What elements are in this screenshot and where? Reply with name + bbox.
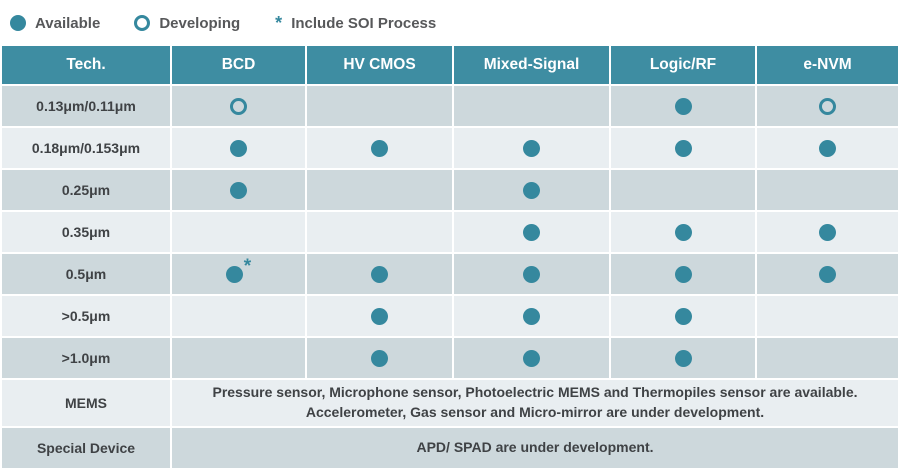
description-cell: APD/ SPAD are under development. xyxy=(172,428,898,468)
soi-asterisk-icon: * xyxy=(243,256,252,278)
status-cell xyxy=(611,170,755,210)
status-cell xyxy=(454,254,609,294)
available-dot-icon xyxy=(523,349,540,367)
available-dot-icon xyxy=(674,265,692,283)
tech-label: Special Device xyxy=(2,428,170,468)
tech-label: >0.5μm xyxy=(2,296,170,336)
legend-item-developing: Developing xyxy=(134,15,240,32)
legend-soi-label: Include SOI Process xyxy=(291,14,437,32)
status-cell xyxy=(172,212,305,252)
available-dot-icon xyxy=(230,139,247,157)
status-cell xyxy=(454,86,609,126)
header-cell: HV CMOS xyxy=(307,46,452,84)
status-cell xyxy=(307,296,452,336)
header-cell: Mixed-Signal xyxy=(454,46,609,84)
table-row: 0.5μm * xyxy=(2,254,898,294)
status-cell xyxy=(611,128,755,168)
available-dot-icon xyxy=(371,307,388,325)
table-row: >1.0μm xyxy=(2,338,898,378)
header-cell: Logic/RF xyxy=(611,46,755,84)
available-dot-icon xyxy=(523,181,540,199)
status-cell xyxy=(611,212,755,252)
status-cell xyxy=(757,86,898,126)
status-cell xyxy=(454,296,609,336)
tech-label: 0.5μm xyxy=(2,254,170,294)
tech-label: MEMS xyxy=(2,380,170,426)
status-cell xyxy=(757,338,898,378)
available-dot-icon xyxy=(371,139,388,157)
available-dot-icon xyxy=(225,265,243,283)
available-dot-icon xyxy=(674,223,692,241)
status-cell xyxy=(454,170,609,210)
status-cell xyxy=(611,254,755,294)
status-cell: * xyxy=(172,254,305,294)
status-cell xyxy=(611,296,755,336)
available-dot-icon xyxy=(523,139,540,157)
status-cell xyxy=(454,128,609,168)
status-cell xyxy=(172,170,305,210)
status-cell xyxy=(757,212,898,252)
table-row: 0.13μm/0.11μm xyxy=(2,86,898,126)
tech-label: 0.13μm/0.11μm xyxy=(2,86,170,126)
developing-dot-icon xyxy=(230,97,247,115)
table-row: 0.25μm xyxy=(2,170,898,210)
status-cell xyxy=(307,128,452,168)
table-row: >0.5μm xyxy=(2,296,898,336)
available-dot-icon xyxy=(10,15,26,31)
status-cell xyxy=(611,338,755,378)
tech-label: >1.0μm xyxy=(2,338,170,378)
table-row: 0.18μm/0.153μm xyxy=(2,128,898,168)
legend-available-label: Available xyxy=(35,14,101,32)
status-cell xyxy=(172,338,305,378)
header-cell: e-NVM xyxy=(757,46,898,84)
status-cell xyxy=(757,296,898,336)
tech-label: 0.18μm/0.153μm xyxy=(2,128,170,168)
legend-item-soi-note: * Include SOI Process xyxy=(274,13,437,33)
status-cell xyxy=(454,338,609,378)
available-dot-icon xyxy=(674,139,692,157)
legend: Available Developing * Include SOI Proce… xyxy=(0,0,900,44)
available-dot-icon xyxy=(371,265,388,283)
tech-label: 0.35μm xyxy=(2,212,170,252)
status-cell xyxy=(307,170,452,210)
available-dot-icon xyxy=(819,265,836,283)
status-cell xyxy=(454,212,609,252)
developing-dot-icon xyxy=(134,15,151,31)
available-dot-icon xyxy=(523,223,540,241)
legend-item-available: Available xyxy=(10,15,100,32)
status-cell xyxy=(172,128,305,168)
header-cell: Tech. xyxy=(2,46,170,84)
status-cell xyxy=(757,254,898,294)
status-cell xyxy=(611,86,755,126)
available-dot-icon xyxy=(674,307,692,325)
status-cell xyxy=(757,128,898,168)
status-cell xyxy=(307,212,452,252)
legend-developing-label: Developing xyxy=(159,14,241,32)
asterisk-icon: * xyxy=(275,13,283,33)
status-cell xyxy=(757,170,898,210)
available-dot-icon xyxy=(674,97,692,115)
status-cell xyxy=(307,254,452,294)
available-dot-icon xyxy=(230,181,247,199)
description-cell: Pressure sensor, Microphone sensor, Phot… xyxy=(172,380,898,426)
status-cell xyxy=(307,338,452,378)
available-dot-icon xyxy=(819,223,836,241)
developing-dot-icon xyxy=(819,97,836,115)
status-cell xyxy=(307,86,452,126)
available-dot-icon xyxy=(523,307,540,325)
status-cell xyxy=(172,86,305,126)
header-cell: BCD xyxy=(172,46,305,84)
available-dot-icon xyxy=(819,139,836,157)
status-cell xyxy=(172,296,305,336)
available-dot-icon xyxy=(371,349,388,367)
table-row: 0.35μm xyxy=(2,212,898,252)
available-dot-icon xyxy=(674,349,692,367)
tech-label: 0.25μm xyxy=(2,170,170,210)
available-dot-icon xyxy=(523,265,540,283)
